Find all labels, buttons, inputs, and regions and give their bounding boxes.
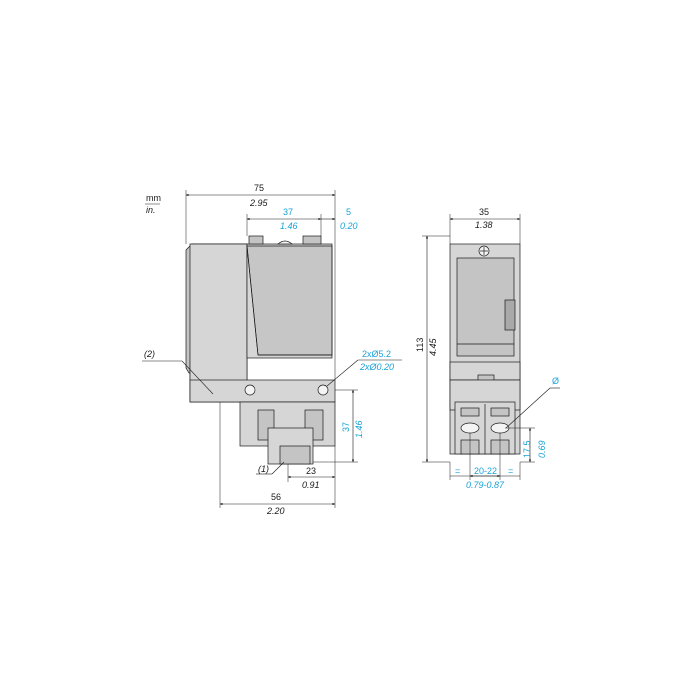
front-height-in: 4.45 xyxy=(428,337,438,356)
width-base-mm: 56 xyxy=(271,492,281,502)
unit-primary: mm xyxy=(146,193,161,203)
holes-in: 2xØ0.20 xyxy=(359,362,394,372)
front-width-in: 1.38 xyxy=(475,220,493,230)
units-legend: mm in. xyxy=(145,193,161,215)
cable-entry-diameter: Ø xyxy=(552,376,559,386)
height-lower-mm: 37 xyxy=(341,422,351,432)
height-lower-in: 1.46 xyxy=(354,420,364,438)
side-view-dimensions: 75 2.95 37 1.46 5 0.20 2xØ5.2 2xØ0.20 37… xyxy=(142,183,402,516)
front-height-mm: 113 xyxy=(415,338,425,352)
equal-left: = xyxy=(455,466,460,476)
side-view-body xyxy=(185,235,336,465)
spacing-mm: 20-22 xyxy=(474,466,497,476)
width-bottom-in: 0.91 xyxy=(302,480,320,490)
callout-2: (2) xyxy=(144,349,155,359)
unit-secondary: in. xyxy=(146,205,156,215)
width-partial-mm: 37 xyxy=(283,207,293,217)
entry-height-in: 0.69 xyxy=(537,440,547,458)
front-view-body xyxy=(449,243,521,455)
offset-right-in: 0.20 xyxy=(340,221,358,231)
holes-mm: 2xØ5.2 xyxy=(362,349,391,359)
width-total-in: 2.95 xyxy=(249,198,269,208)
width-total-mm: 75 xyxy=(254,183,264,193)
offset-right-mm: 5 xyxy=(346,207,351,217)
width-base-in: 2.20 xyxy=(266,506,285,516)
width-partial-in: 1.46 xyxy=(280,221,298,231)
width-bottom-mm: 23 xyxy=(306,466,316,476)
front-width-mm: 35 xyxy=(479,207,489,217)
equal-right: = xyxy=(508,466,513,476)
entry-height-mm: 17.5 xyxy=(522,440,532,458)
spacing-in: 0.79-0.87 xyxy=(466,480,505,490)
front-view-dimensions: 35 1.38 113 4.45 Ø 17.5 0.69 = 20-22 = 0… xyxy=(415,207,560,490)
callout-1: (1) xyxy=(258,464,269,474)
